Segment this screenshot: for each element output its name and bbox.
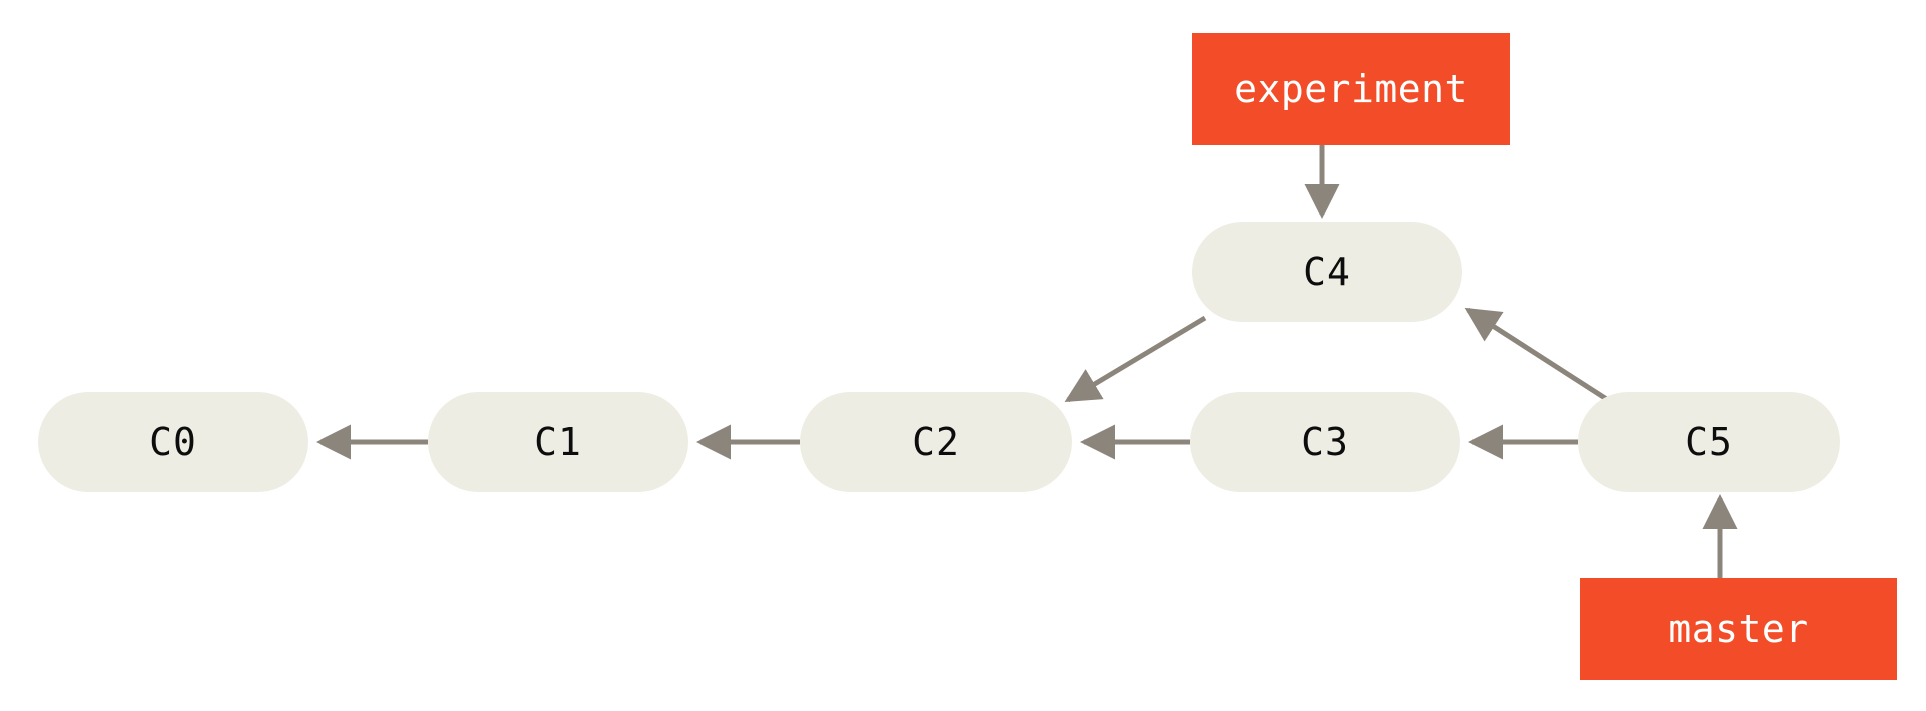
commit-node-c1[interactable]: C1 [428, 392, 688, 492]
commit-node-c4[interactable]: C4 [1192, 222, 1462, 322]
commit-label-c0: C0 [149, 420, 197, 464]
commit-label-c4: C4 [1303, 250, 1351, 294]
commit-node-c3[interactable]: C3 [1190, 392, 1460, 492]
commit-label-c1: C1 [534, 420, 582, 464]
edge-c5-to-c4 [1464, 307, 1610, 403]
commit-label-c3: C3 [1301, 420, 1349, 464]
branch-label-experiment: experiment [1234, 67, 1468, 111]
commit-node-c2[interactable]: C2 [800, 392, 1072, 492]
edge-c4-to-c2 [1064, 315, 1207, 403]
branch-label-master: master [1668, 607, 1809, 651]
branch-box-experiment[interactable]: experiment [1192, 33, 1510, 145]
commit-node-c5[interactable]: C5 [1578, 392, 1840, 492]
commit-label-c5: C5 [1685, 420, 1733, 464]
commit-label-c2: C2 [912, 420, 960, 464]
commit-node-c0[interactable]: C0 [38, 392, 308, 492]
branch-box-master[interactable]: master [1580, 578, 1897, 680]
